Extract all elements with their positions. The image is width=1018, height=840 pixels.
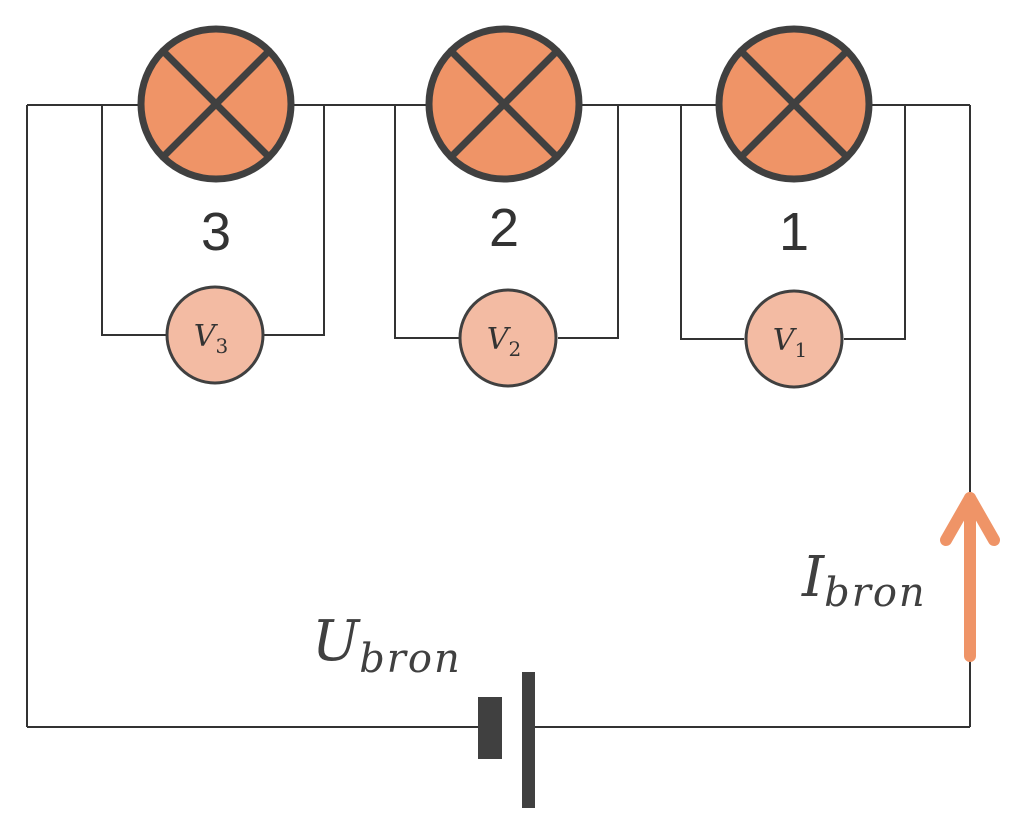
voltmeter-3-body bbox=[165, 285, 265, 385]
voltmeter-3: V3 bbox=[165, 285, 265, 385]
lamp-2: 2 bbox=[425, 25, 583, 258]
battery-voltage-label: Ubron bbox=[312, 609, 462, 682]
battery-positive-plate bbox=[522, 672, 535, 808]
battery bbox=[478, 672, 535, 808]
lamp-1: 1 bbox=[715, 25, 873, 262]
voltmeter-wires bbox=[101, 105, 906, 340]
lamp-2-label: 2 bbox=[489, 198, 519, 258]
voltmeter-1-body bbox=[744, 289, 844, 389]
voltmeter-1: V1 bbox=[744, 289, 844, 389]
current-label: Ibron bbox=[801, 545, 927, 616]
voltmeter-2-body bbox=[458, 288, 558, 388]
lamp-3-label: 3 bbox=[201, 202, 231, 262]
lamp-3: 3 bbox=[137, 25, 295, 262]
voltmeter-2-label: V2 bbox=[487, 322, 521, 361]
battery-negative-plate bbox=[478, 697, 502, 759]
voltmeter-1-label: V1 bbox=[773, 323, 807, 362]
voltmeter-2: V2 bbox=[458, 288, 558, 388]
current-arrow bbox=[940, 492, 1000, 662]
voltmeter-3-label: V3 bbox=[194, 319, 228, 358]
lamp-1-label: 1 bbox=[779, 202, 809, 262]
